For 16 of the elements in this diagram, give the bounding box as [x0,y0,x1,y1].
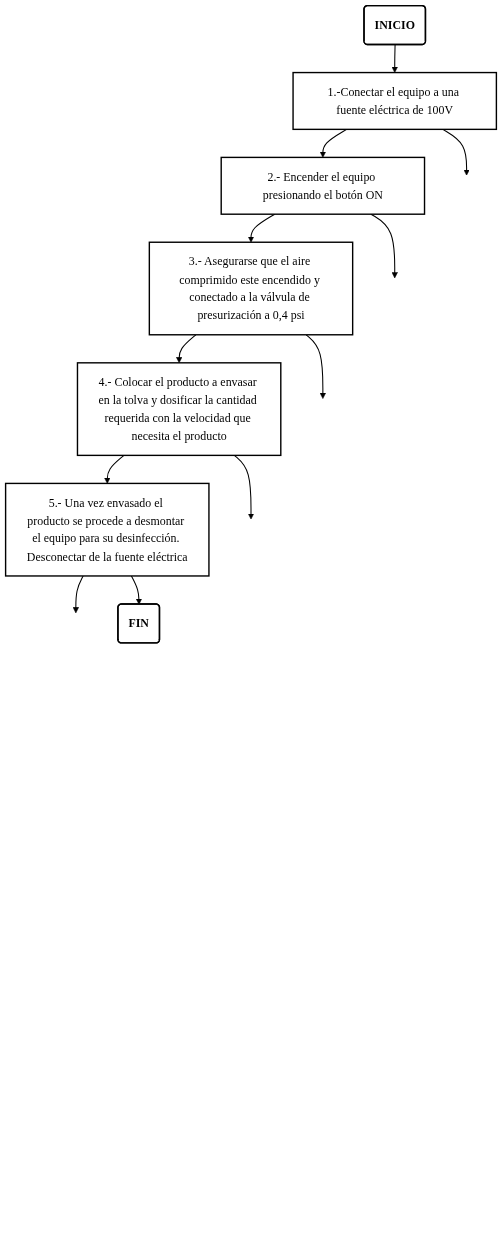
arrow [104,454,125,484]
node-box: 2.- Encender el equipo presionando el botón ON [220,156,426,215]
node-box: 4.- Colocar el producto a envasar en la tolva y dosificar la cantidad requerida con la velocidad que necesita el producto [76,362,282,457]
arrow [370,213,398,279]
node-box: 5.- Una vez envasado el producto se procede a desmontar el equipo para su desinfección. Desconectar de la fuente eléctrica [4,482,210,577]
arrow [130,575,142,605]
arrow [391,44,398,73]
node-box: 1.-Conectar el equipo a una fuente eléctrica de 100V [292,71,498,131]
arrow [72,575,84,614]
arrow [442,128,470,176]
arrow [176,334,197,364]
node-box: 3.- Asegurarse que el aire comprimido este encendido y conectado a la válvula de presurización a 0,4 psi [148,241,354,336]
arrow [319,128,348,158]
arrow [305,334,326,399]
arrow [233,454,255,520]
arrow [247,213,276,243]
